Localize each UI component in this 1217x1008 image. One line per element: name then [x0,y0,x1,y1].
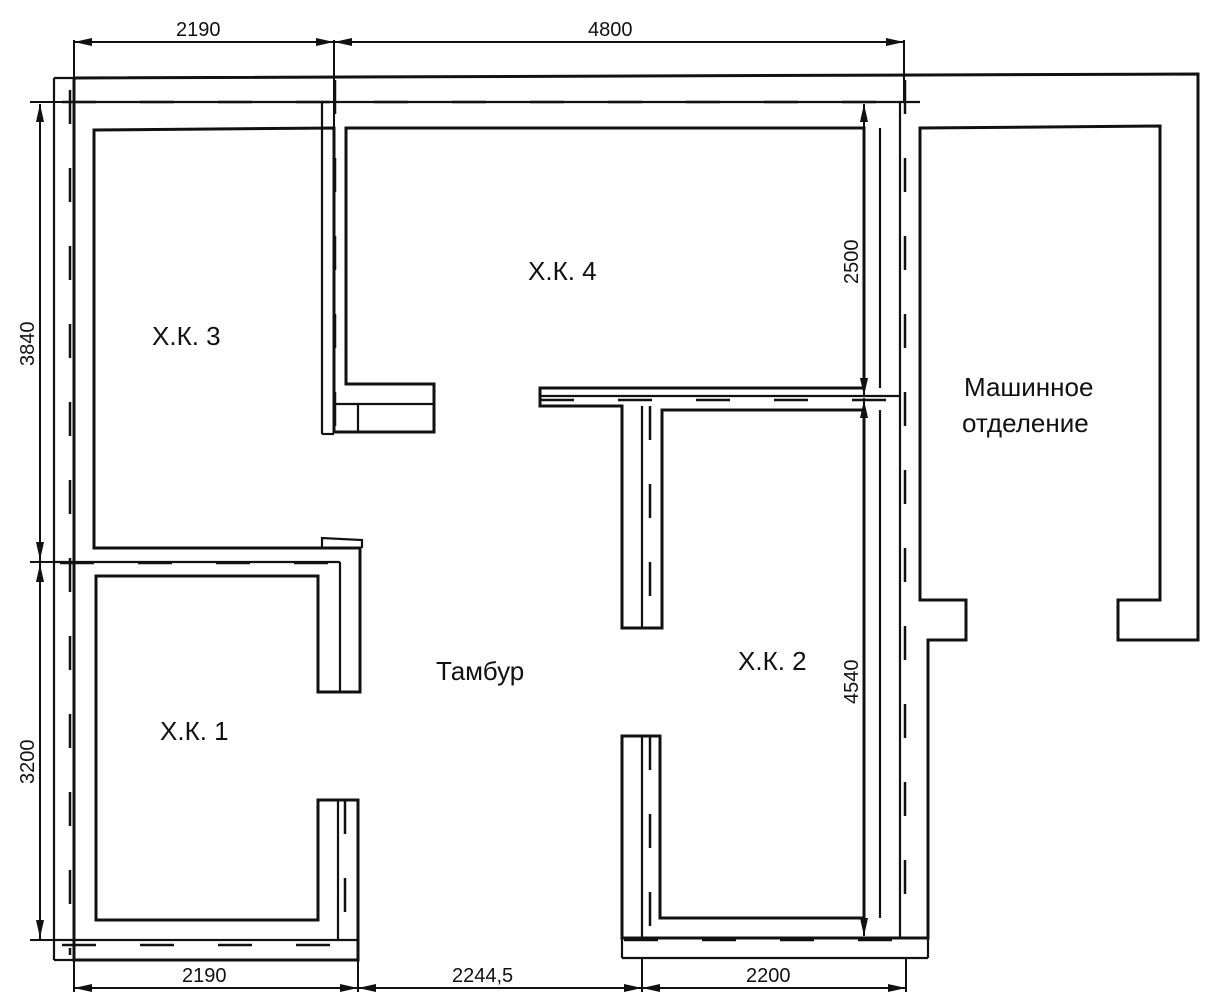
axis-lines [60,80,928,955]
dim-label-bottom-middle: 2244,5 [452,965,513,987]
room-label-xk1: Х.К. 1 [160,716,229,746]
room-label-machine-line2: отделение [962,408,1089,438]
room-labels: Х.К. 3 Х.К. 4 Х.К. 1 Х.К. 2 Тамбур Машин… [152,256,1093,746]
dim-label-top-left: 2190 [176,19,221,41]
outer-walls [72,72,1200,962]
room-label-xk2: Х.К. 2 [738,646,807,676]
dim-label-inner-lower: 4540 [841,660,863,705]
dim-label-left-lower: 3200 [17,740,39,785]
dim-label-left-upper: 3840 [17,322,39,367]
dim-label-bottom-right: 2200 [746,965,791,987]
inner-walls [52,76,930,962]
room-label-machine-line1: Машинное [964,372,1093,402]
dimension-labels: 2190 4800 2190 2244,5 2200 3840 3200 250… [17,19,863,987]
dim-label-bottom-left: 2190 [182,965,227,987]
room-label-vestibule: Тамбур [436,656,524,686]
dim-label-top-right: 4800 [588,19,633,41]
dim-label-inner-upper: 2500 [841,240,863,285]
dimension-lines [30,38,907,992]
room-label-xk3: Х.К. 3 [152,321,221,351]
room-label-xk4: Х.К. 4 [528,256,597,286]
